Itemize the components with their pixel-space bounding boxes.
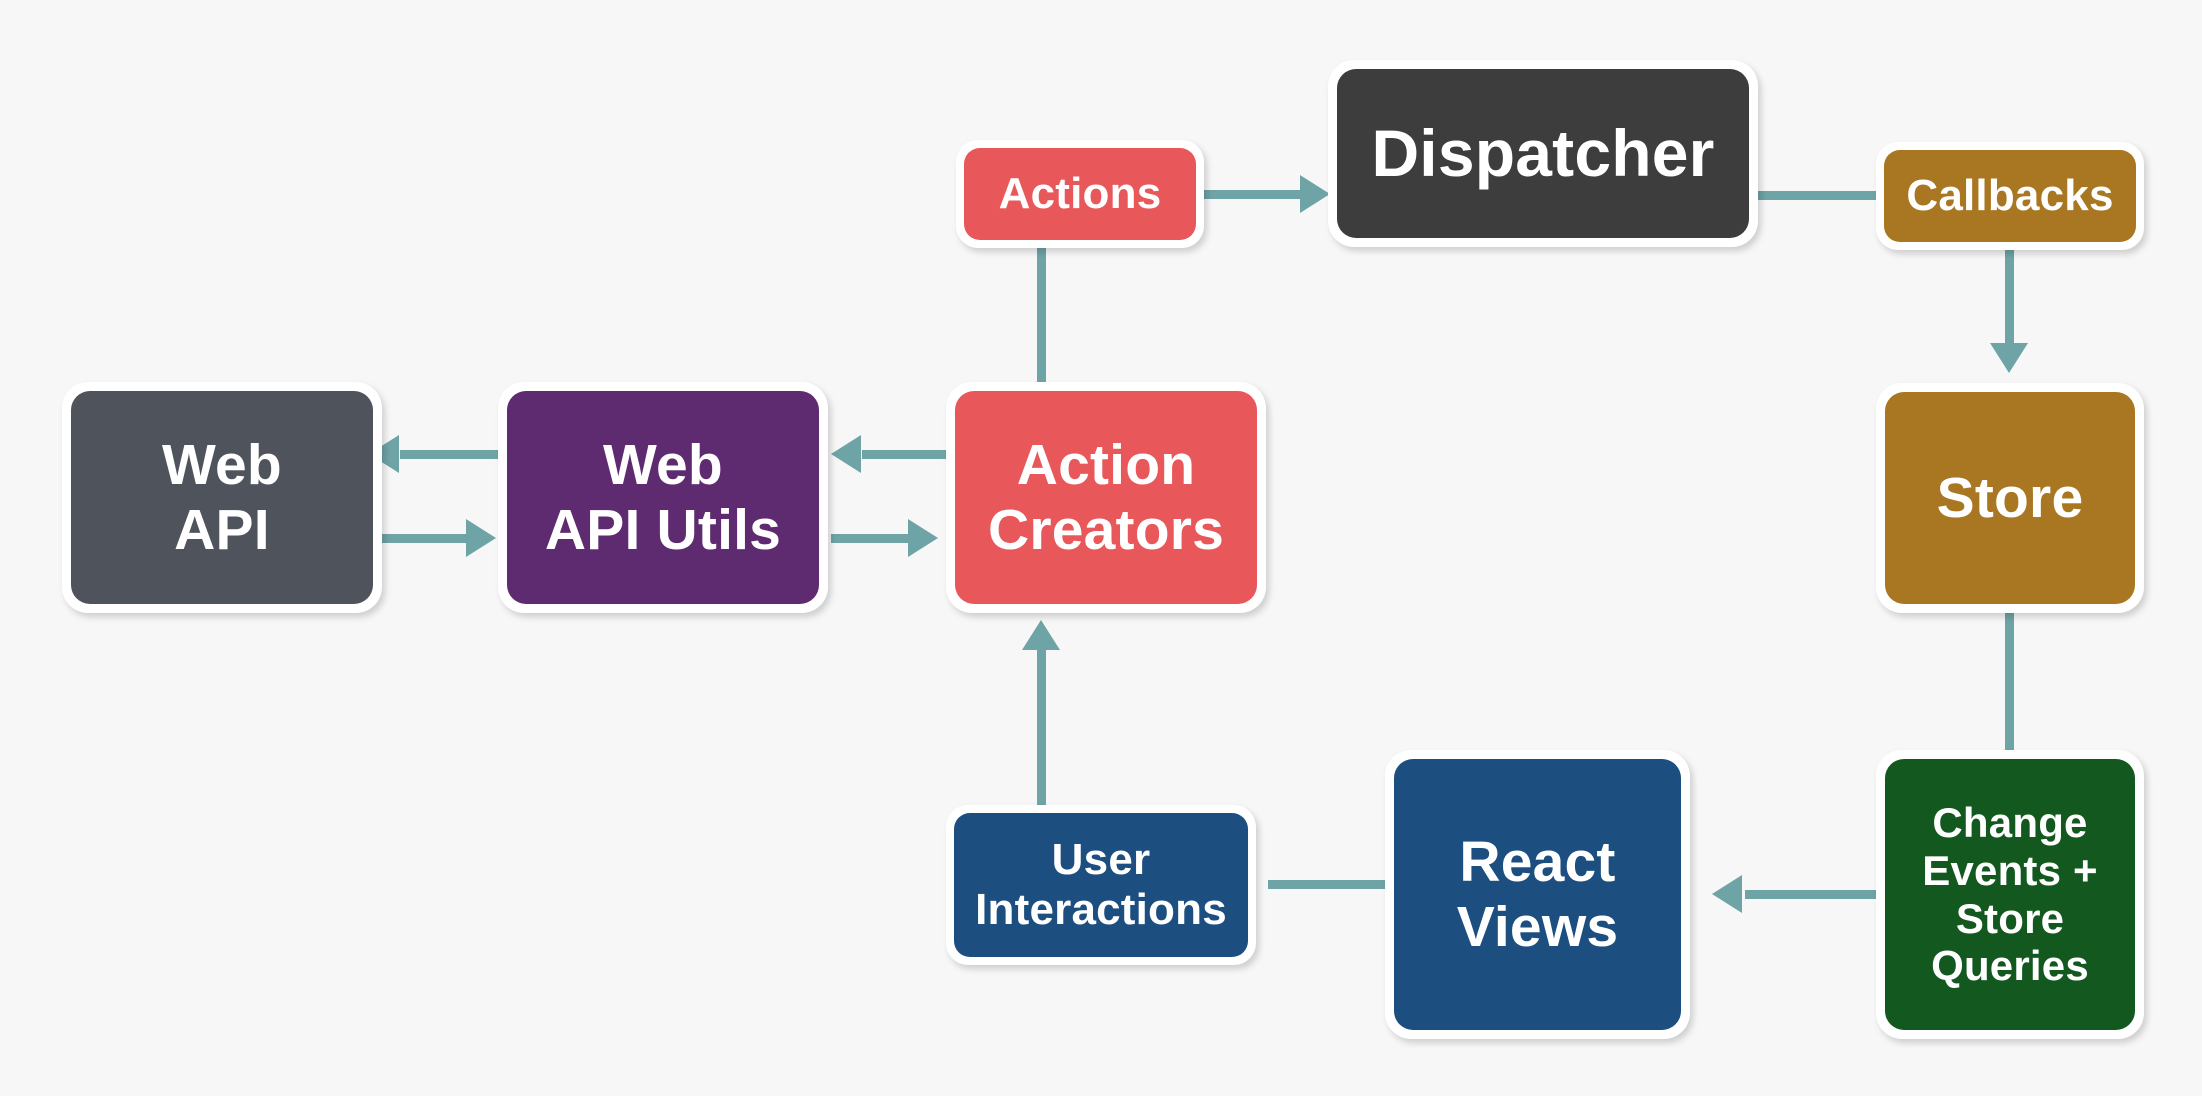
node-web-api-label: Web API (162, 432, 282, 562)
edge-action-creators-to-actions (1037, 248, 1046, 388)
node-action-creators[interactable]: Action Creators (946, 382, 1266, 613)
node-web-api-utils-label: Web API Utils (544, 432, 782, 562)
node-web-api[interactable]: Web API (62, 382, 382, 613)
node-store-fill: Store (1885, 392, 2135, 604)
arrowhead-web-api-to-web-api-utils (466, 519, 496, 557)
edge-change-events-to-react-views (1745, 890, 1885, 899)
arrowhead-user-interactions-to-action-creators (1022, 620, 1060, 650)
arrowhead-actions-to-dispatcher (1300, 175, 1330, 213)
node-user-interactions-fill: User Interactions (954, 813, 1248, 957)
edge-action-creators-to-web-api-utils (862, 450, 954, 459)
node-store[interactable]: Store (1876, 383, 2144, 613)
node-dispatcher[interactable]: Dispatcher (1328, 60, 1758, 247)
node-change-events-label: Change Events + Store Queries (1922, 798, 2098, 990)
arrowhead-web-api-utils-to-action-creators (908, 519, 938, 557)
arrowhead-change-events-to-react-views (1712, 875, 1742, 913)
edge-react-views-to-user-interactions (1268, 880, 1388, 889)
node-callbacks[interactable]: Callbacks (1876, 142, 2144, 250)
node-change-events[interactable]: Change Events + Store Queries (1876, 750, 2144, 1039)
node-callbacks-label: Callbacks (1906, 170, 2114, 220)
node-dispatcher-fill: Dispatcher (1337, 69, 1749, 238)
node-callbacks-fill: Callbacks (1884, 150, 2136, 242)
node-store-label: Store (1936, 465, 2084, 530)
node-react-views[interactable]: React Views (1385, 750, 1690, 1039)
edge-dispatcher-to-callbacks (1758, 191, 1884, 200)
node-actions[interactable]: Actions (956, 140, 1204, 248)
node-web-api-utils[interactable]: Web API Utils (498, 382, 828, 613)
arrowhead-action-creators-to-web-api-utils (831, 435, 861, 473)
node-user-interactions[interactable]: User Interactions (946, 805, 1256, 965)
node-action-creators-fill: Action Creators (955, 391, 1257, 604)
node-actions-label: Actions (998, 168, 1162, 218)
node-react-views-label: React Views (1456, 829, 1619, 959)
node-action-creators-label: Action Creators (987, 432, 1225, 562)
edge-web-api-to-web-api-utils (374, 534, 474, 543)
node-actions-fill: Actions (964, 148, 1196, 240)
edge-web-api-utils-to-web-api (400, 450, 505, 459)
edge-actions-to-dispatcher (1204, 190, 1308, 199)
edge-user-interactions-to-action-creators (1037, 650, 1046, 810)
edge-callbacks-to-store (2005, 250, 2014, 350)
node-web-api-fill: Web API (71, 391, 373, 604)
edge-store-to-change-events (2005, 613, 2014, 753)
node-web-api-utils-fill: Web API Utils (507, 391, 819, 604)
node-dispatcher-label: Dispatcher (1371, 115, 1715, 190)
node-react-views-fill: React Views (1394, 759, 1681, 1030)
edge-web-api-utils-to-action-creators (831, 534, 916, 543)
node-user-interactions-label: User Interactions (975, 834, 1227, 934)
arrowhead-callbacks-to-store (1990, 343, 2028, 373)
node-change-events-fill: Change Events + Store Queries (1885, 759, 2135, 1030)
